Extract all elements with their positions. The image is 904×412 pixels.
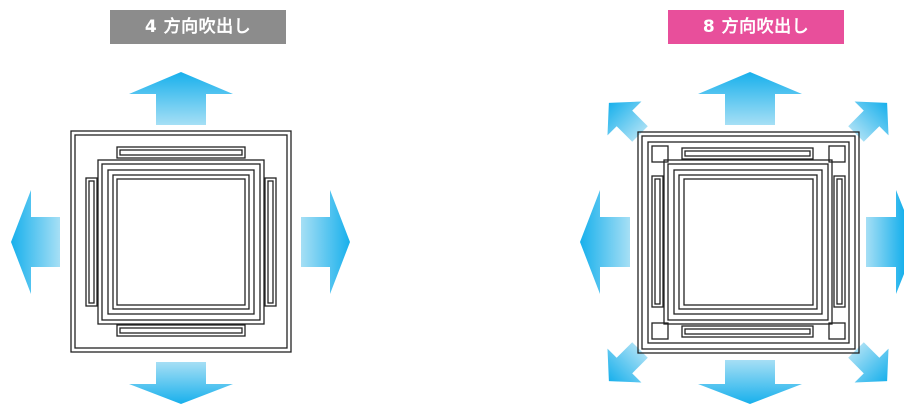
up-right-arrow-icon: [848, 101, 889, 142]
cassette-panel: [70, 130, 292, 353]
left-arrow-icon: [11, 190, 60, 294]
down-arrow-icon: [129, 362, 233, 404]
eight-way-cassette-diagram: [580, 72, 904, 404]
right-arrow-icon: [866, 190, 904, 294]
down-right-arrow-icon: [848, 342, 889, 383]
down-left-arrow-icon: [607, 342, 648, 383]
up-arrow-icon: [698, 72, 802, 125]
down-arrow-icon: [698, 360, 802, 404]
up-arrow-icon: [129, 72, 233, 125]
four-way-cassette-diagram: [11, 72, 350, 404]
four-way-airflow-label: 4 方向吹出し: [110, 10, 286, 44]
eight-way-airflow-label: 8 方向吹出し: [668, 10, 844, 44]
cassette-panel: [637, 131, 860, 354]
up-left-arrow-icon: [607, 101, 648, 142]
left-arrow-icon: [580, 190, 630, 294]
right-arrow-icon: [301, 190, 350, 294]
